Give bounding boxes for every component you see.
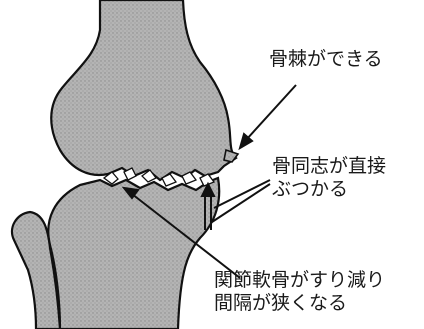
label-osteophyte: 骨棘ができる bbox=[269, 48, 383, 71]
label-cartilage-wear: 関節軟骨がすり減り 間隔が狭くなる bbox=[214, 269, 385, 315]
label-cartilage-wear-line2: 間隔が狭くなる bbox=[214, 292, 385, 315]
femur-bone bbox=[51, 0, 236, 180]
arrow-spur bbox=[240, 85, 296, 148]
label-cartilage-wear-line1: 関節軟骨がすり減り bbox=[214, 269, 385, 292]
label-bone-contact-line1: 骨同志が直接 bbox=[272, 155, 386, 178]
tibia-bone bbox=[48, 178, 219, 329]
femur-osteophyte bbox=[224, 150, 238, 162]
label-bone-contact: 骨同志が直接 ぶつかる bbox=[272, 155, 386, 201]
label-osteophyte-text: 骨棘ができる bbox=[269, 48, 383, 71]
label-bone-contact-line2: ぶつかる bbox=[272, 178, 386, 201]
